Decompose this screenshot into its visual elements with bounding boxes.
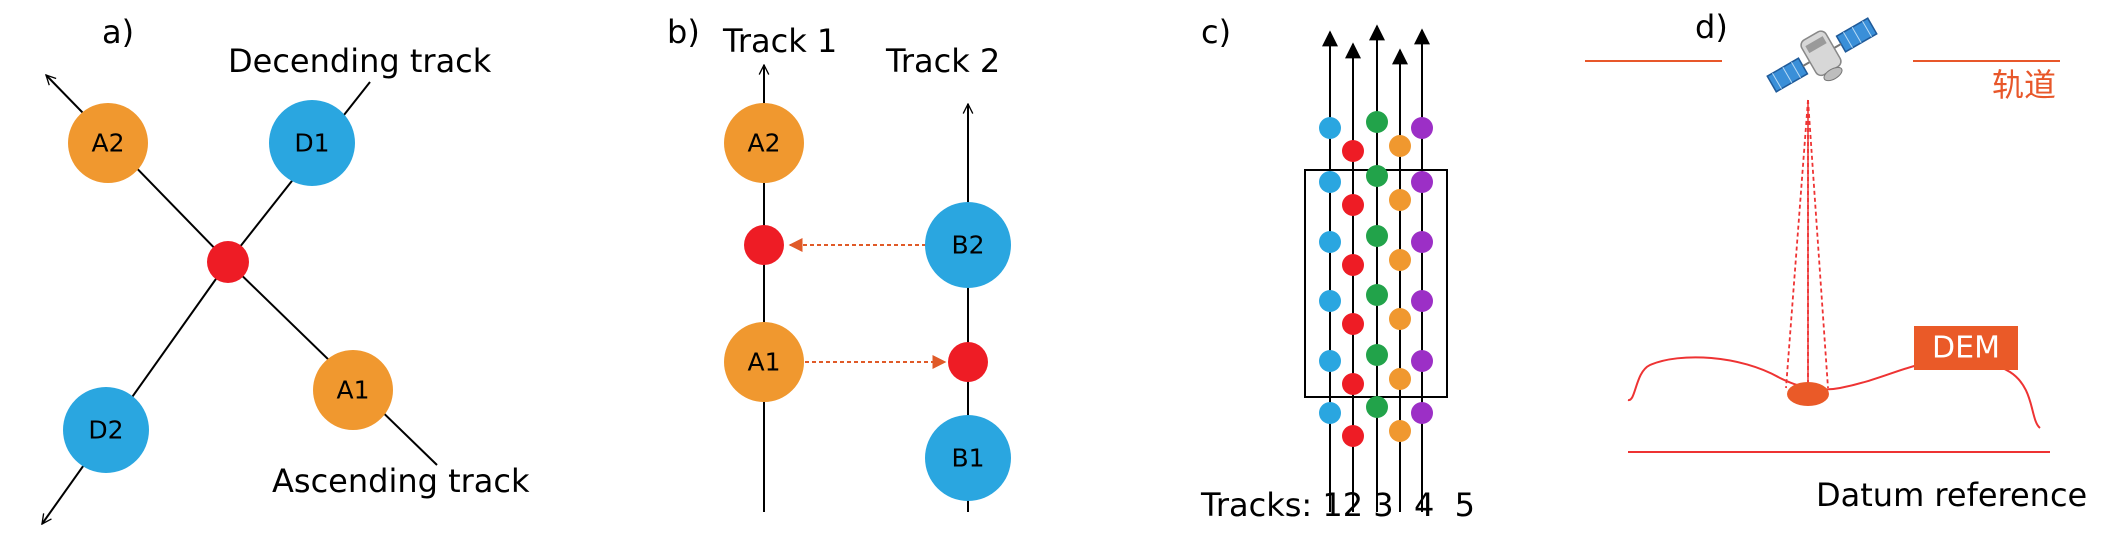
track-5-dot [1411, 290, 1433, 312]
panel-d: d) 轨道 DEM Datum refere [1585, 8, 2087, 514]
track-5-dot [1411, 231, 1433, 253]
dem-badge [1914, 326, 2018, 370]
node-d1-label: D1 [294, 129, 329, 158]
terrain-dem-curve [1627, 356, 2041, 429]
track-3-dot [1366, 396, 1388, 418]
node-b-a1 [724, 322, 804, 402]
track-3-dot [1366, 165, 1388, 187]
node-d2 [63, 387, 149, 473]
radar-beam-right [1807, 99, 1829, 389]
panel-a: a) A2 D1 A1 D2 Decending track Ascending… [42, 13, 530, 524]
tracks-label: Tracks: 12 3 4 5 [1200, 486, 1475, 524]
track-1-dot [1319, 171, 1341, 193]
satellite-icon [1766, 17, 1878, 93]
track-2-dot [1342, 140, 1364, 162]
track-4-dot [1389, 368, 1411, 390]
track-2-dot [1342, 425, 1364, 447]
panel-b-label: b) [667, 13, 700, 51]
crossover-point-track2 [948, 342, 988, 382]
crossover-point-track1 [744, 225, 784, 265]
track-1-dot [1319, 290, 1341, 312]
track-4-dot [1389, 420, 1411, 442]
node-b-a2 [724, 103, 804, 183]
track-1-dot [1319, 231, 1341, 253]
node-d2-label: D2 [88, 416, 123, 445]
track-5-dot [1411, 350, 1433, 372]
dem-label: DEM [1932, 331, 2000, 366]
panel-b: b) Track 1 Track 2 A2 A1 B2 B1 [667, 13, 1011, 512]
panel-c: c) Tracks: 12 3 4 5 [1200, 13, 1475, 524]
track-1-dot [1319, 117, 1341, 139]
track-2-dot [1342, 254, 1364, 276]
ascending-track-label: Ascending track [272, 462, 530, 500]
track-1-dot [1319, 350, 1341, 372]
track-4-dot [1389, 189, 1411, 211]
panel-a-label: a) [102, 13, 134, 51]
track2-label: Track 2 [885, 42, 1000, 80]
track-4-dot [1389, 135, 1411, 157]
node-b2 [925, 202, 1011, 288]
track-4-dot [1389, 249, 1411, 271]
node-b-a2-label: A2 [747, 129, 780, 158]
panel-d-label: d) [1695, 8, 1728, 46]
track-3-dot [1366, 225, 1388, 247]
node-a1-label: A1 [336, 376, 369, 405]
track-2-dot [1342, 373, 1364, 395]
node-b1-label: B1 [951, 444, 984, 473]
descending-track-arrow-line [42, 261, 229, 524]
track-3-dot [1366, 284, 1388, 306]
node-d1 [269, 100, 355, 186]
track-4-dot [1389, 308, 1411, 330]
track-2-dot [1342, 313, 1364, 335]
descending-track-label: Decending track [228, 42, 492, 80]
datum-reference-label: Datum reference [1816, 476, 2087, 514]
track-dots [1319, 111, 1433, 447]
radar-beam-left [1785, 99, 1809, 389]
node-a2-label: A2 [91, 129, 124, 158]
footprint-ellipse [1787, 382, 1829, 406]
track-5-dot [1411, 402, 1433, 424]
crossover-point [207, 241, 249, 283]
track-1-dot [1319, 402, 1341, 424]
orbit-label: 轨道 [1992, 66, 2056, 104]
panel-c-label: c) [1201, 13, 1231, 51]
node-b-a1-label: A1 [747, 348, 780, 377]
track-2-dot [1342, 194, 1364, 216]
node-a2 [68, 103, 148, 183]
track-5-dot [1411, 117, 1433, 139]
node-a1 [313, 350, 393, 430]
track-3-dot [1366, 344, 1388, 366]
track1-label: Track 1 [722, 22, 837, 60]
node-b2-label: B2 [951, 231, 984, 260]
node-b1 [925, 415, 1011, 501]
track-3-dot [1366, 111, 1388, 133]
track-5-dot [1411, 171, 1433, 193]
